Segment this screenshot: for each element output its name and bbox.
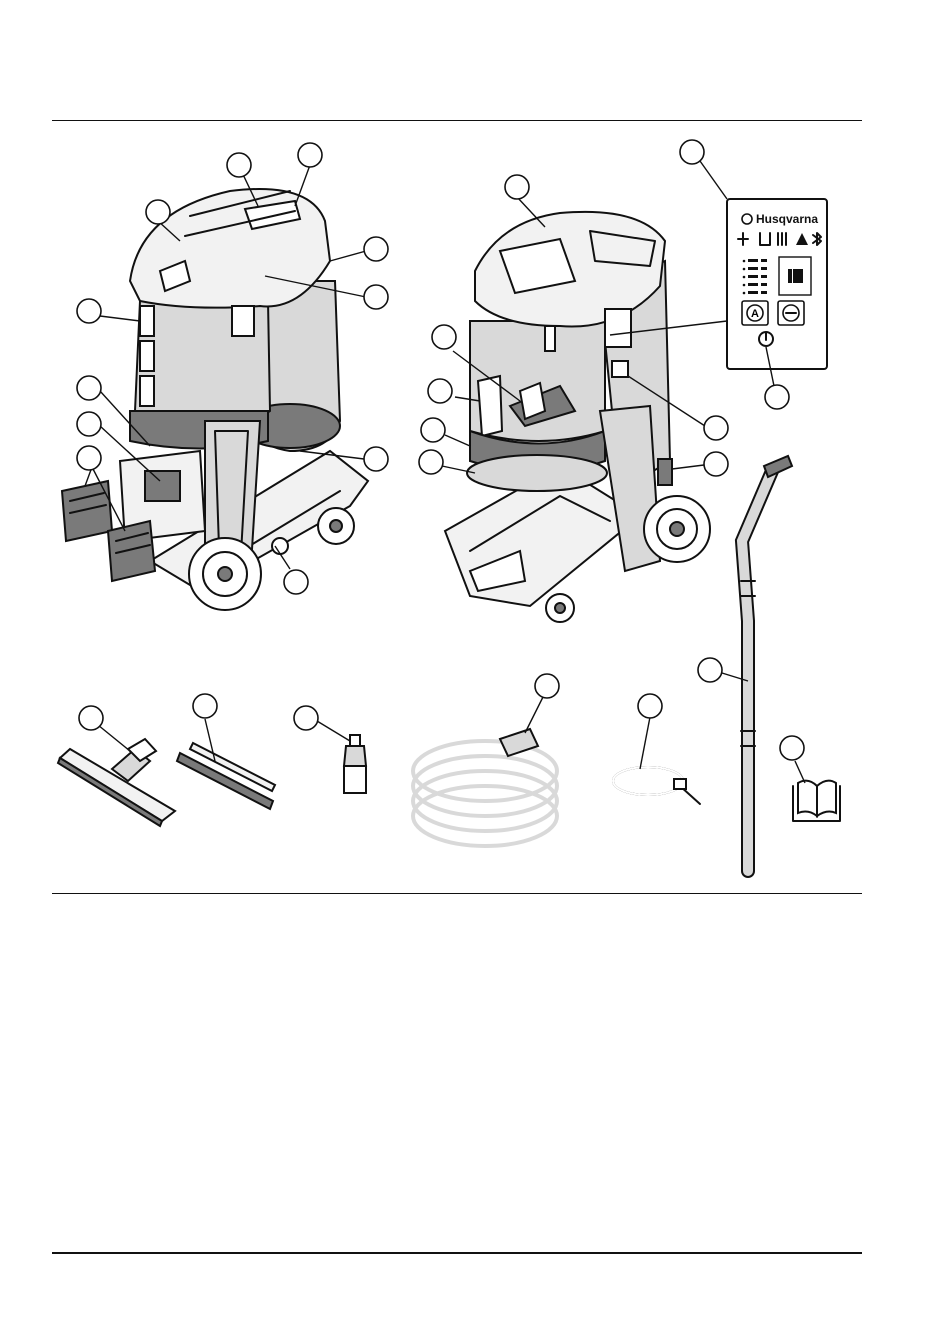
auto-button-label: A	[751, 308, 759, 320]
cable-tie	[613, 767, 700, 804]
filter-clean-button[interactable]	[778, 301, 804, 325]
tube-wand	[741, 456, 792, 871]
hose	[413, 729, 557, 846]
figure-bottom-rule	[52, 893, 862, 894]
battery-right	[108, 521, 155, 581]
machine-front-view	[445, 212, 710, 622]
brand-label: Husqvarna	[756, 212, 818, 226]
product-overview-figure: Husqvarna A	[0, 121, 933, 893]
hose-clip	[658, 459, 672, 485]
hose-adapter	[344, 735, 366, 793]
floor-nozzle	[58, 739, 175, 826]
squeegee-strips	[177, 743, 275, 809]
auto-mode-button[interactable]: A	[742, 301, 768, 325]
power-icon[interactable]	[759, 332, 773, 346]
operator-manual	[793, 781, 840, 821]
footer-rule	[52, 1252, 862, 1254]
